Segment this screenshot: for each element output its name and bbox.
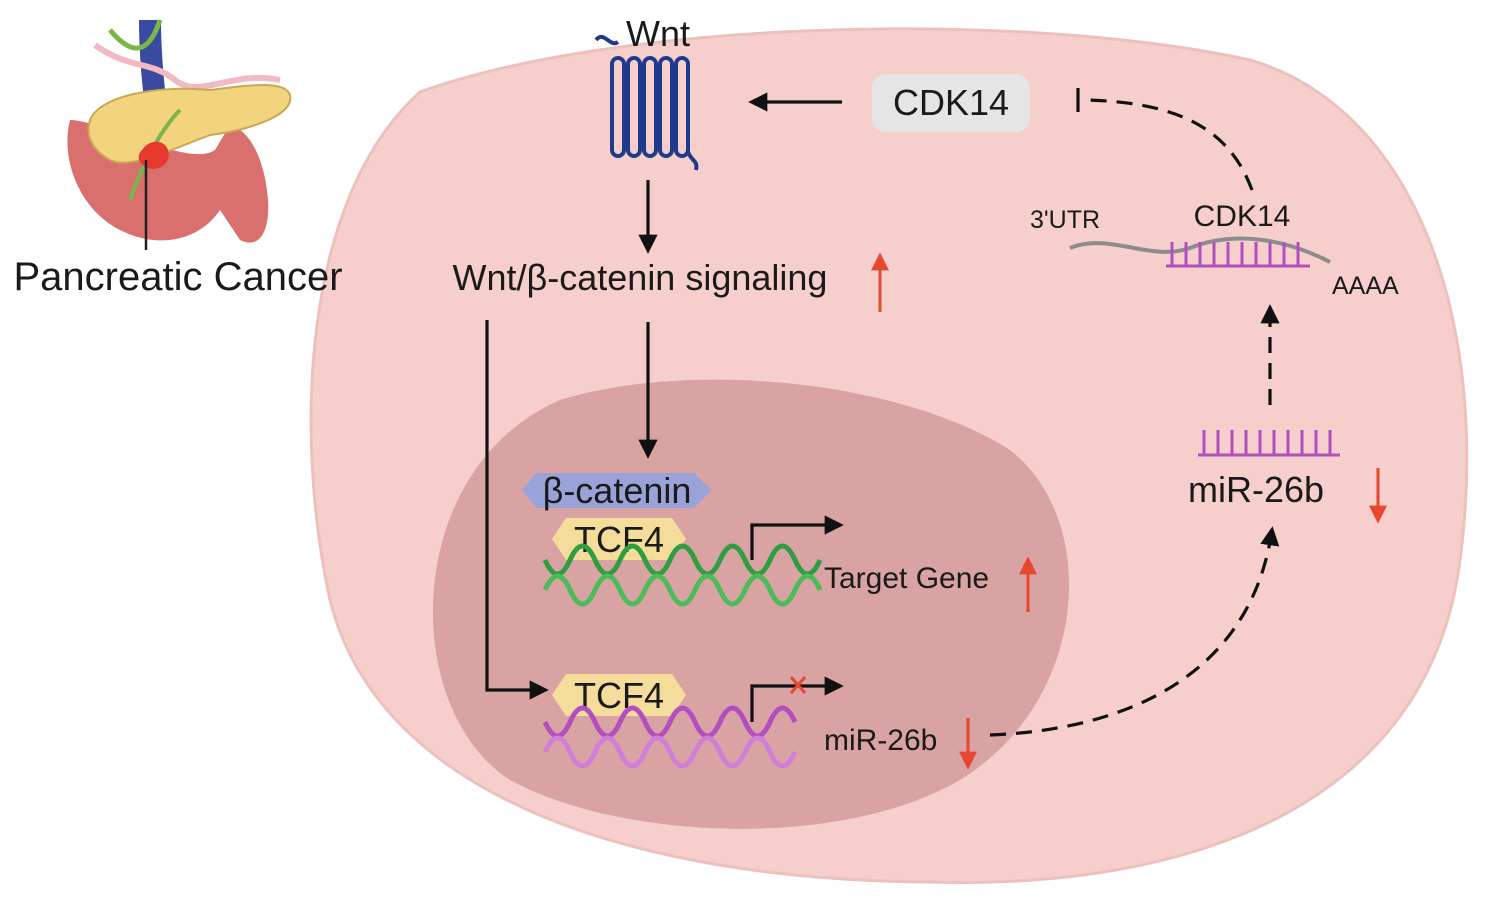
polya-label: AAAA — [1332, 272, 1399, 300]
nucleus — [432, 379, 1070, 829]
mrna-icon — [1069, 236, 1331, 268]
pancreas-icon — [67, 19, 292, 250]
mir26b-label: miR-26b — [1188, 469, 1324, 510]
utr-label: 3'UTR — [1030, 206, 1100, 234]
cdk14-protein-box — [872, 74, 1030, 132]
mrna-to-cdk14-inhibition — [1084, 98, 1254, 191]
mir26b-transcription-arrow — [750, 676, 844, 722]
beta-catenin-label: β-catenin — [543, 470, 692, 511]
cdk14-mrna-label: CDK14 — [1194, 200, 1291, 233]
blocked-transcription-icon — [789, 676, 807, 694]
wnt-receptor-icon — [594, 34, 699, 171]
mir26b-to-mirna-arrow — [989, 526, 1280, 737]
tcf4-bottom-box — [552, 674, 686, 716]
wnt-label: Wnt — [626, 13, 690, 54]
pancreatic-cancer-label: Pancreatic Cancer — [13, 255, 342, 299]
target-gene-label: Target Gene — [824, 562, 989, 595]
tcf4-top-label: TCF4 — [574, 519, 664, 560]
wnt-signaling-label: Wnt/β-catenin signaling — [453, 257, 828, 298]
beta-catenin-box — [522, 473, 712, 508]
signaling-to-tcf4-arrow — [485, 320, 549, 700]
dna-helix-icon — [542, 543, 823, 607]
target-gene-transcription-arrow — [750, 515, 844, 560]
cdk14-protein-label: CDK14 — [893, 82, 1009, 123]
dna-helix-purple-icon — [542, 705, 798, 769]
mir26b-gene-label: miR-26b — [824, 724, 937, 757]
mirna-icon — [1198, 430, 1340, 457]
